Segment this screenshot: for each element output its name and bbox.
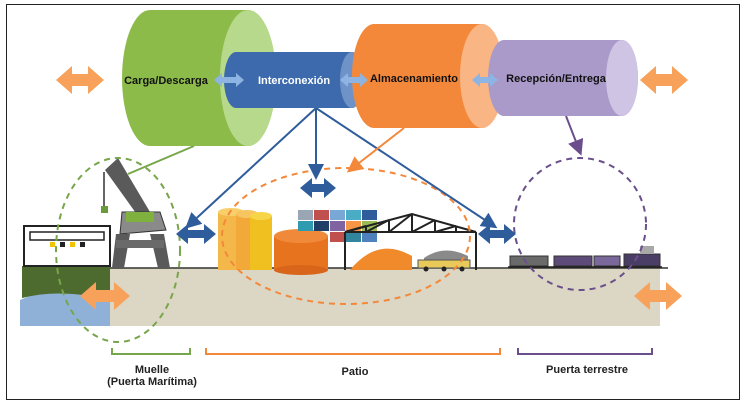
stage-label-carga-descarga: Carga/Descarga [124, 75, 209, 87]
zone-bracket-muelle [111, 348, 191, 355]
connector-carga-to-muelle [127, 145, 195, 175]
connector-interconexion-1 [185, 107, 317, 229]
zone-bracket-patio [205, 348, 501, 355]
link-arrow-1 [214, 73, 244, 87]
zone-label-muelle-title: Muelle [134, 364, 170, 376]
double-arrow-blue-3 [478, 224, 516, 244]
ship [22, 225, 111, 300]
stage-recepcion-entrega-cylinder [488, 40, 638, 116]
crane [101, 158, 170, 268]
double-arrow-orange-right-top [640, 66, 688, 94]
truck [417, 250, 471, 272]
diagram-border [6, 4, 740, 400]
warehouse [344, 212, 477, 270]
connector-almacenamiento-to-patio [346, 127, 405, 173]
zone-bracket-puerta-terrestre [517, 348, 653, 355]
double-arrow-blue-1 [176, 224, 216, 244]
zone-label-muelle-subtitle: (Puerta Marítima) [107, 376, 197, 388]
link-arrow-2 [340, 73, 368, 87]
stage-carga-descarga-cylinder [122, 10, 276, 146]
zone-label-puerta-terrestre: Puerta terrestre [546, 364, 628, 376]
bulk-pile [350, 248, 412, 270]
link-arrow-3 [472, 73, 498, 87]
train [508, 246, 662, 268]
double-arrow-orange-right-bottom [634, 282, 682, 310]
stage-label-almacenamiento: Almacenamiento [370, 73, 458, 85]
stage-label-recepcion-entrega: Recepción/Entrega [506, 73, 607, 85]
zone-label-muelle: Muelle (Puerta Marítima) [96, 364, 208, 388]
double-arrow-orange-left-top [56, 66, 104, 94]
zone-patio-ellipse [221, 167, 471, 305]
connector-interconexion-3 [315, 107, 498, 229]
double-arrow-blue-2 [300, 178, 336, 198]
zone-muelle-ellipse [55, 157, 181, 343]
ground-platform [110, 268, 660, 326]
connector-recepcion-to-puerta [565, 115, 584, 156]
zone-puerta-terrestre-circle [513, 157, 647, 291]
double-arrow-orange-left-bottom [80, 282, 130, 310]
stage-label-interconexion: Interconexión [258, 75, 330, 87]
zone-label-patio: Patio [341, 366, 369, 378]
